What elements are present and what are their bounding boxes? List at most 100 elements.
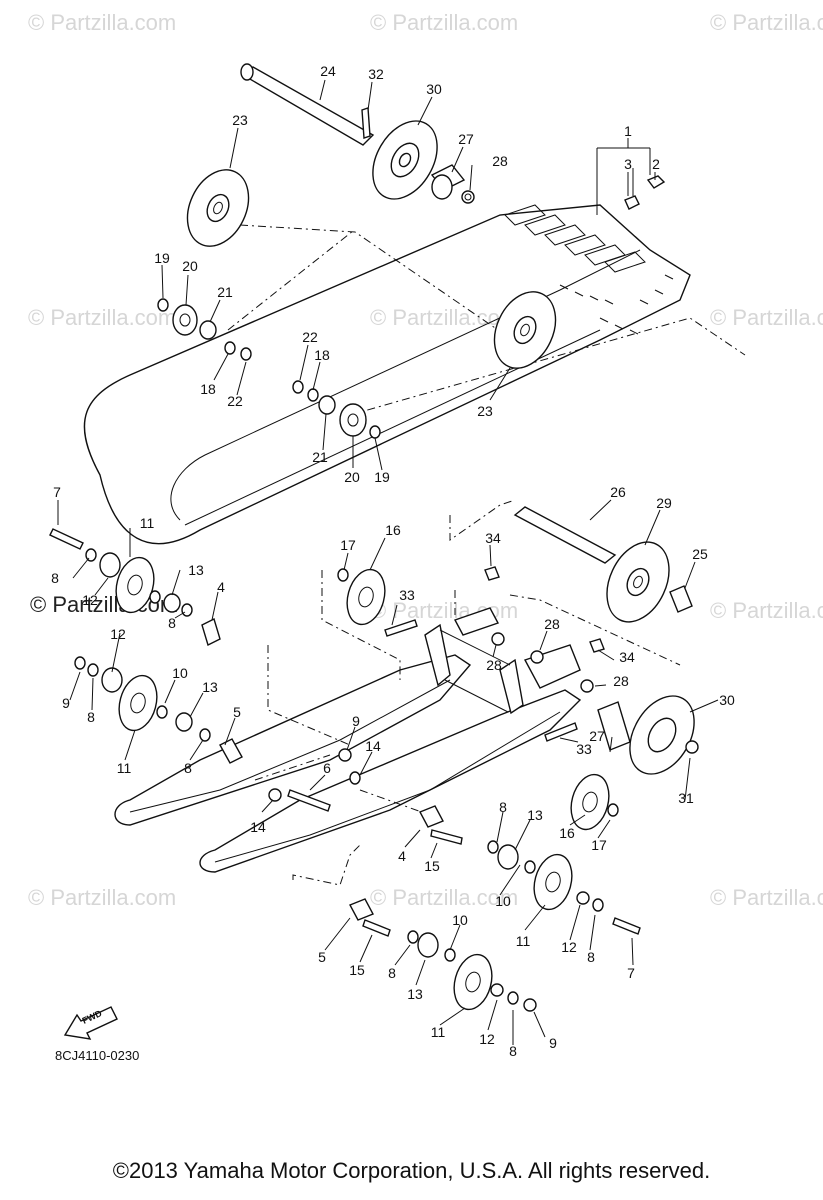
leader-lines: [57, 79, 719, 1045]
bearing-cluster: [292, 380, 381, 439]
callout-16: 16: [559, 825, 575, 841]
callout-8: 8: [499, 799, 507, 815]
slide-rail-left: [114, 654, 472, 826]
callout-26: 26: [610, 484, 626, 500]
callout-27: 27: [458, 131, 474, 147]
callout-7: 7: [627, 965, 635, 981]
callout-29: 29: [656, 495, 672, 511]
callout-22: 22: [227, 393, 243, 409]
watermark: © Partzilla.com: [28, 10, 176, 35]
idler-wheel: [493, 291, 557, 369]
callout-24: 24: [320, 63, 336, 79]
callout-1: 1: [624, 123, 632, 139]
callout-31: 31: [678, 790, 694, 806]
callout-4: 4: [217, 579, 225, 595]
callout-33: 33: [576, 741, 592, 757]
callout-labels: 24 32 30 27 28 23 1 3 2 19 20 21 22 18 1…: [51, 63, 735, 1059]
track-belt: [83, 204, 746, 545]
callout-11: 11: [516, 933, 531, 949]
watermark: © Partzilla.com: [28, 885, 176, 910]
watermark: © Partzilla.com: [370, 885, 518, 910]
callout-8: 8: [587, 949, 595, 965]
idler-wheel: [186, 169, 250, 247]
callout-9: 9: [62, 695, 70, 711]
callout-28: 28: [544, 616, 560, 632]
callout-27: 27: [589, 728, 605, 744]
callout-13: 13: [202, 679, 218, 695]
copyright-notice: ©2013 Yamaha Motor Corporation, U.S.A. A…: [112, 1158, 711, 1183]
callout-34: 34: [619, 649, 635, 665]
callout-8: 8: [168, 615, 176, 631]
callout-8: 8: [87, 709, 95, 725]
callout-11: 11: [117, 760, 132, 776]
watermark: © Partzilla.com: [370, 305, 518, 330]
callout-14: 14: [365, 738, 381, 754]
slide-rail-right: [199, 689, 582, 873]
forward-arrow-icon: FWD: [63, 1006, 118, 1040]
callout-30: 30: [719, 692, 735, 708]
callout-10: 10: [172, 665, 188, 681]
callout-18: 18: [200, 381, 216, 397]
callout-17: 17: [591, 837, 607, 853]
callout-17: 17: [340, 537, 356, 553]
callout-30: 30: [426, 81, 442, 97]
callout-2: 2: [652, 156, 660, 172]
callout-11: 11: [140, 515, 155, 531]
watermark: © Partzilla.com: [710, 10, 823, 35]
callout-13: 13: [188, 562, 204, 578]
callout-33: 33: [399, 587, 415, 603]
center-right-parts: [268, 506, 699, 845]
callout-25: 25: [692, 546, 708, 562]
callout-10: 10: [452, 912, 468, 928]
callout-12: 12: [110, 626, 126, 642]
wheel-assembly-bottom: [349, 898, 537, 1012]
callout-5: 5: [318, 949, 326, 965]
callout-8: 8: [509, 1043, 517, 1059]
callout-19: 19: [154, 250, 170, 266]
watermark: © Partzilla.com: [370, 10, 518, 35]
callout-8: 8: [388, 965, 396, 981]
callout-28: 28: [486, 657, 502, 673]
watermark: © Partzilla.com: [710, 885, 823, 910]
watermark-group: © Partzilla.com © Partzilla.com © Partzi…: [28, 10, 823, 910]
callout-8: 8: [184, 760, 192, 776]
callout-20: 20: [344, 469, 360, 485]
callout-34: 34: [485, 530, 501, 546]
callout-13: 13: [527, 807, 543, 823]
callout-12: 12: [479, 1031, 495, 1047]
callout-16: 16: [385, 522, 401, 538]
callout-9: 9: [352, 713, 360, 729]
callout-8: 8: [51, 570, 59, 586]
callout-15: 15: [424, 858, 440, 874]
wheel-assembly-upper-left: [49, 528, 221, 646]
callout-23: 23: [232, 112, 248, 128]
rear-axle-assembly: [240, 63, 475, 204]
callout-12: 12: [561, 939, 577, 955]
diagram-code: 8CJ4110-0230: [55, 1048, 139, 1063]
callout-15: 15: [349, 962, 365, 978]
callout-7: 7: [53, 484, 61, 500]
callout-4: 4: [398, 848, 406, 864]
callout-14: 14: [250, 819, 266, 835]
callout-10: 10: [495, 893, 511, 909]
callout-3: 3: [624, 156, 632, 172]
bearing-cluster: [157, 298, 252, 361]
callout-19: 19: [374, 469, 390, 485]
wheel-assembly-lower-left: [74, 656, 243, 764]
callout-28: 28: [492, 153, 508, 169]
callout-20: 20: [182, 258, 198, 274]
callout-22: 22: [302, 329, 318, 345]
track-lugs: [504, 204, 674, 335]
callout-23: 23: [477, 403, 493, 419]
callout-11: 11: [431, 1024, 446, 1040]
watermark: © Partzilla.com: [28, 305, 176, 330]
callout-6: 6: [323, 760, 331, 776]
callout-18: 18: [314, 347, 330, 363]
callout-21: 21: [312, 449, 328, 465]
watermark: © Partzilla.com: [710, 305, 823, 330]
callout-9: 9: [549, 1035, 557, 1051]
callout-21: 21: [217, 284, 233, 300]
callout-32: 32: [368, 66, 384, 82]
